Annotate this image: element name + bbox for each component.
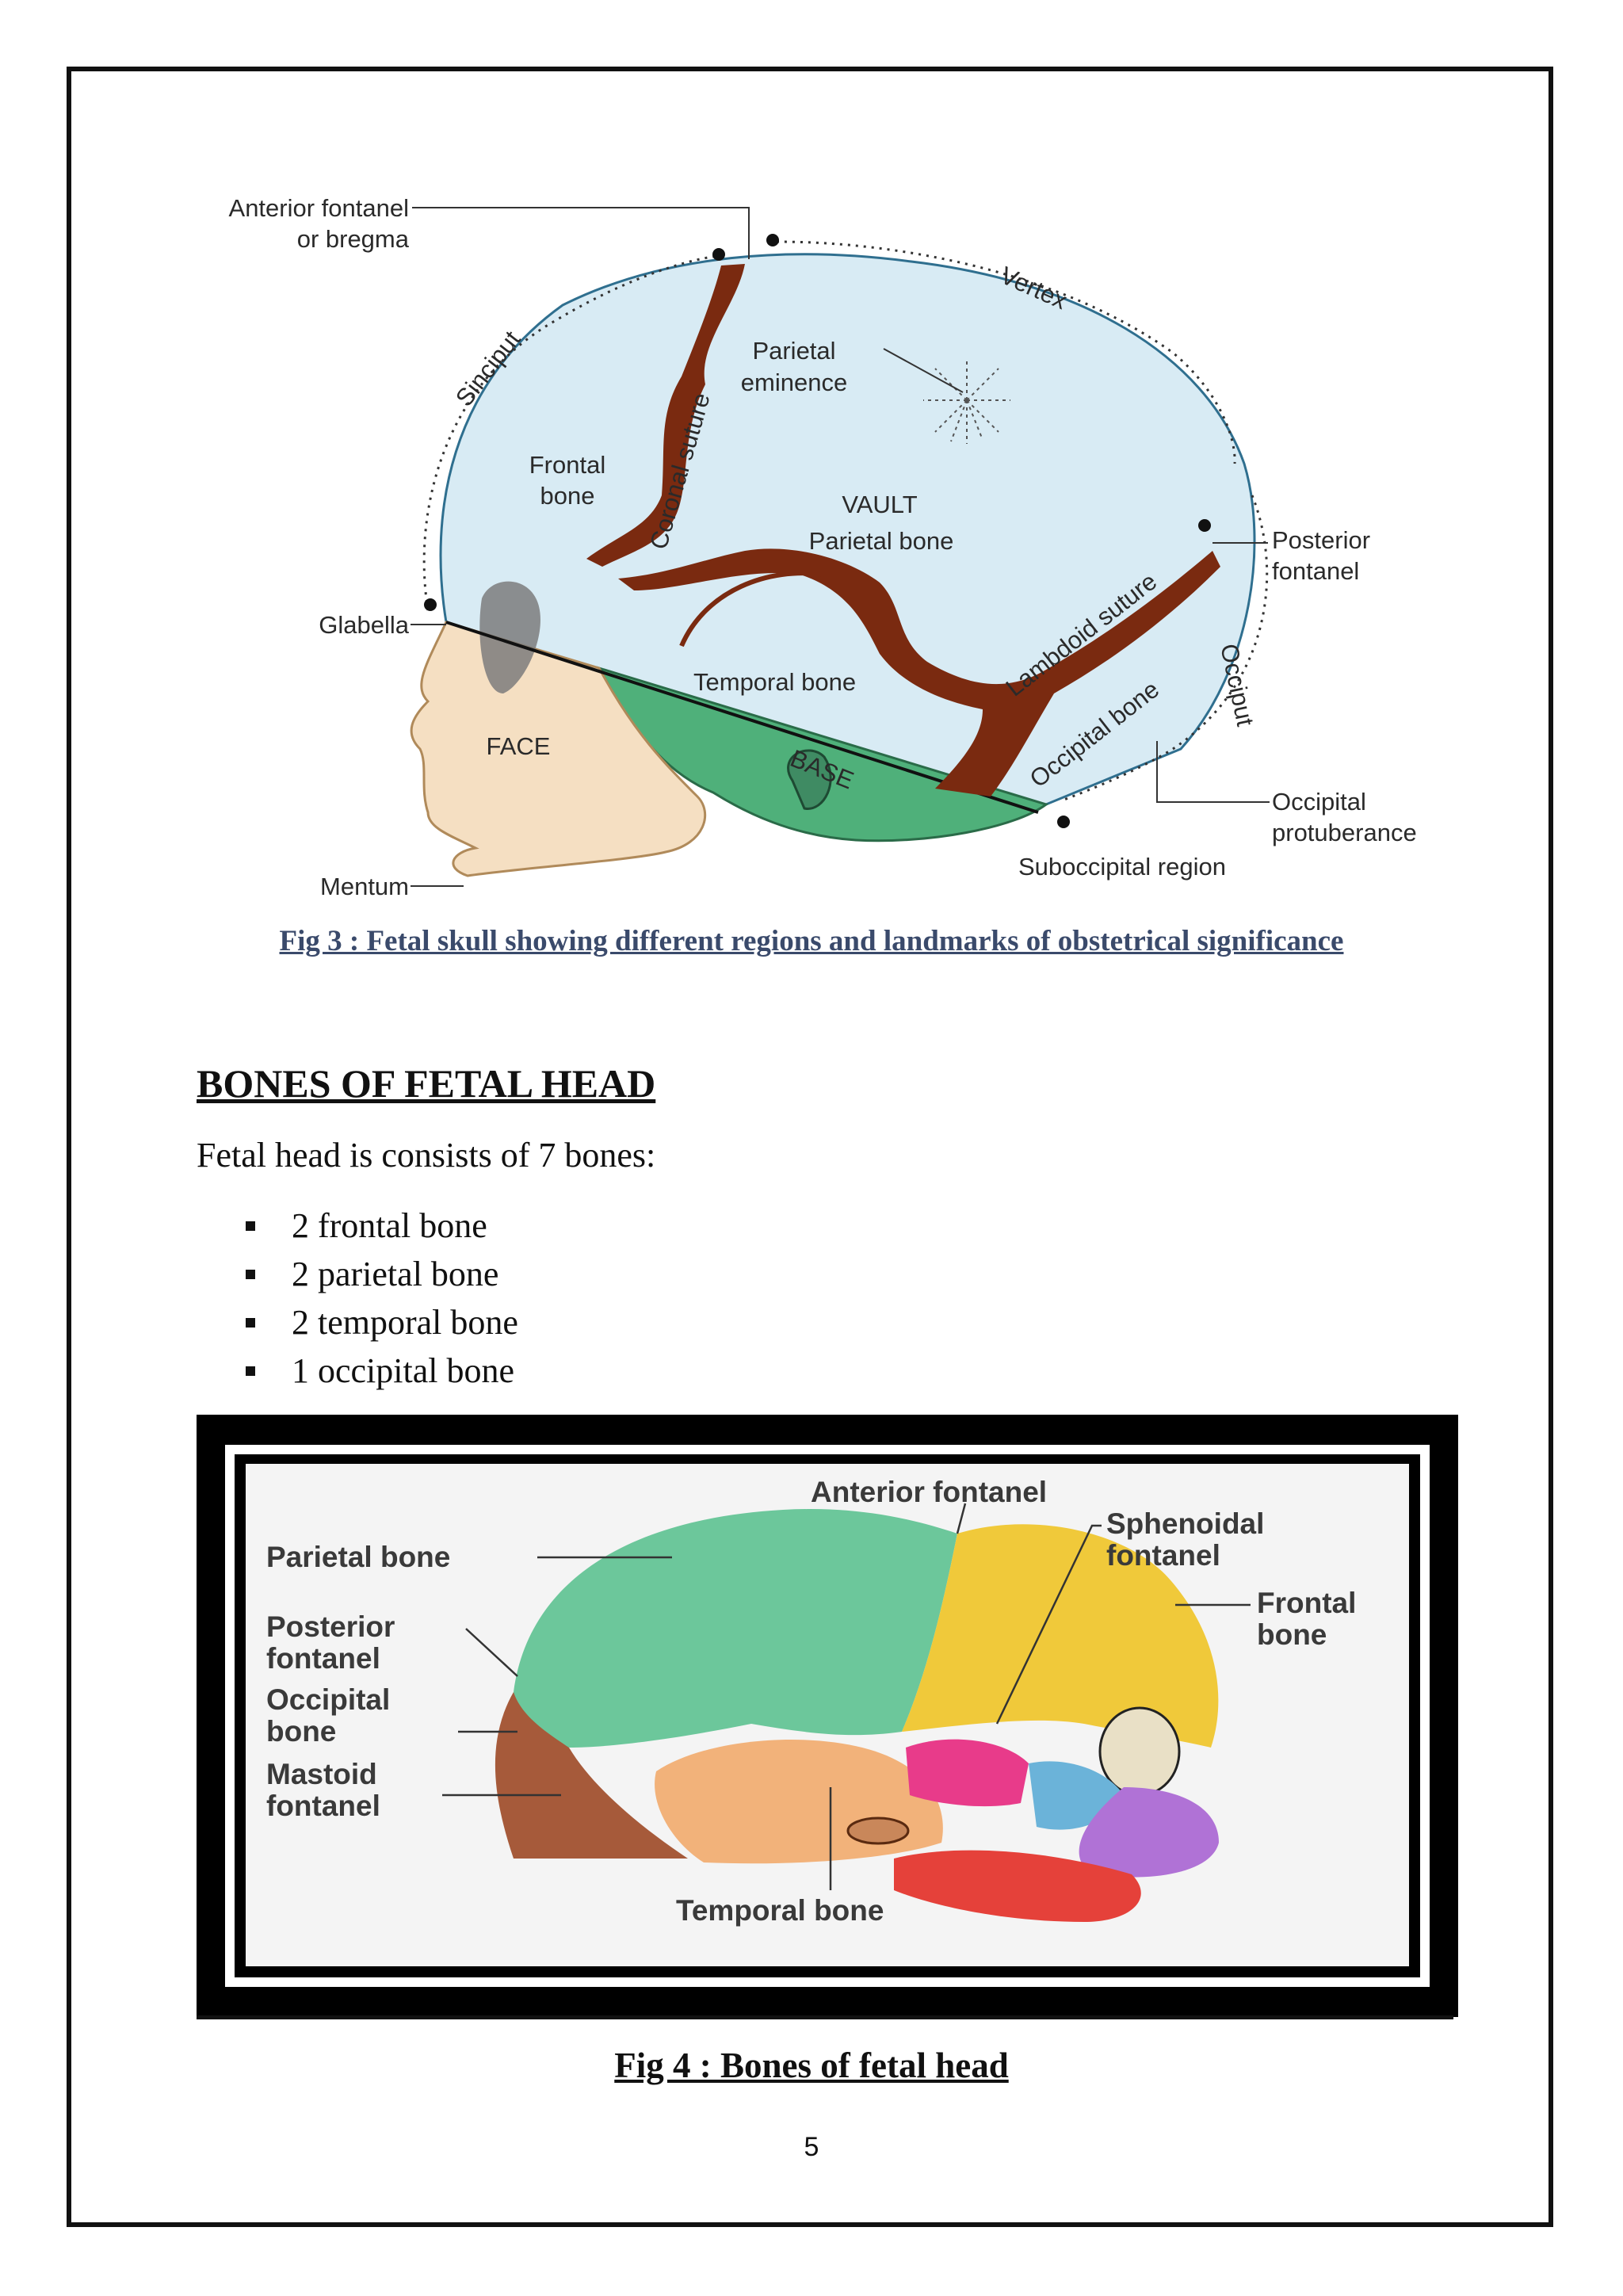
sphenoid-region — [906, 1739, 1029, 1807]
fig4-caption: Fig 4 : Bones of fetal head — [614, 2046, 1009, 2085]
label-posterior-fontanel-2: fontanel — [1272, 557, 1359, 585]
bone-list: 2 frontal bone 2 parietal bone 2 tempora… — [246, 1201, 518, 1395]
list-item: 2 frontal bone — [246, 1201, 518, 1250]
parietal-eminence-mark — [923, 361, 1010, 444]
mandible-region — [894, 1850, 1141, 1922]
label-occipital-protuberance-2: protuberance — [1272, 819, 1417, 846]
label-glabella: Glabella — [319, 611, 409, 639]
label-mastoid-fontanel: Mastoid — [266, 1758, 377, 1790]
base-line — [445, 621, 1039, 814]
leader-posterior — [465, 1628, 518, 1677]
fig3-skull-diagram: Anterior fontanel or bregma Vertex Sinci… — [190, 178, 1458, 915]
sinciput-arc — [422, 254, 720, 611]
dot-anterior-fontanel — [712, 248, 725, 261]
label-mastoid-fontanel-2: fontanel — [266, 1790, 380, 1822]
fig4-bones-diagram: Anterior fontanel Sphenoidal fontanel Pa… — [197, 1415, 1458, 2017]
list-item-text: 2 parietal bone — [292, 1255, 499, 1293]
label-face: FACE — [487, 732, 551, 760]
label-occipital-protuberance: Occipital — [1272, 788, 1366, 816]
fig3-caption: Fig 3 : Fetal skull showing different re… — [279, 925, 1344, 957]
dot-suboccipital — [1057, 816, 1070, 828]
temporal-suture — [679, 571, 825, 648]
ear-shape — [846, 1817, 910, 1845]
label-occipital-bone-2: bone — [266, 1715, 336, 1748]
orbit-shape — [479, 581, 540, 693]
label-temporal-bone: Temporal bone — [693, 668, 856, 696]
label-sphenoidal-fontanel: Sphenoidal — [1106, 1507, 1264, 1540]
dot-glabella — [424, 598, 437, 611]
list-item-text: 2 temporal bone — [292, 1303, 518, 1342]
bullet-icon — [246, 1269, 255, 1279]
list-item: 2 temporal bone — [246, 1298, 518, 1347]
bullet-icon — [246, 1221, 255, 1231]
leader-anterior-fontanel — [956, 1503, 967, 1534]
label-anterior-fontanel-2: or bregma — [297, 225, 410, 253]
list-item-text: 2 frontal bone — [292, 1206, 487, 1245]
label-parietal-bone: Parietal bone — [809, 527, 954, 555]
lambdoid-suture — [618, 548, 1220, 797]
leader-occipital-protuberance — [1156, 741, 1270, 803]
frontal-region — [902, 1524, 1219, 1748]
label-frontal-bone-2: bone — [1257, 1618, 1327, 1651]
orbit-shape — [1098, 1706, 1181, 1797]
label-sphenoidal-fontanel-2: fontanel — [1106, 1539, 1220, 1572]
label-suboccipital-region: Suboccipital region — [1018, 853, 1226, 881]
dot-vertex — [766, 234, 779, 246]
section-title: BONES OF FETAL HEAD — [197, 1061, 656, 1106]
page-border — [67, 67, 1553, 2227]
label-occipital-bone: Occipital — [266, 1683, 390, 1716]
bullet-icon — [246, 1366, 255, 1376]
label-posterior-fontanel: Posterior — [266, 1610, 395, 1643]
label-frontal-bone: Frontal — [1257, 1587, 1356, 1619]
parietal-region — [514, 1509, 957, 1748]
leader-sphenoidal — [995, 1524, 1102, 1725]
page-number: 5 — [804, 2132, 819, 2162]
label-anterior-fontanel: Anterior fontanel — [229, 194, 409, 222]
list-item: 2 parietal bone — [246, 1250, 518, 1298]
fig4-divider — [197, 2015, 1453, 2019]
face-shape — [410, 621, 706, 877]
bullet-icon — [246, 1317, 255, 1328]
list-item: 1 occipital bone — [246, 1347, 518, 1395]
label-parietal-eminence-2: eminence — [741, 369, 847, 396]
occiput-arc — [1061, 495, 1269, 802]
occipital-region — [495, 1692, 688, 1859]
label-vault: VAULT — [842, 491, 917, 518]
label-frontal-bone: Frontal — [529, 451, 605, 479]
label-anterior-fontanel: Anterior fontanel — [811, 1476, 1047, 1508]
label-mentum: Mentum — [320, 873, 409, 900]
label-temporal-bone: Temporal bone — [676, 1894, 884, 1927]
label-posterior-fontanel: Posterior — [1272, 526, 1370, 554]
label-parietal-bone: Parietal bone — [266, 1541, 450, 1573]
ear-shape — [787, 749, 832, 810]
list-item-text: 1 occipital bone — [292, 1351, 515, 1390]
maxilla-region — [1079, 1787, 1219, 1878]
label-posterior-fontanel-2: fontanel — [266, 1642, 380, 1675]
coronal-suture — [586, 264, 745, 567]
intro-text: Fetal head is consists of 7 bones: — [197, 1136, 656, 1175]
label-frontal-bone-2: bone — [540, 482, 595, 510]
leader-anterior-fontanel — [412, 207, 750, 259]
leader-parietal-eminence — [883, 348, 964, 393]
label-parietal-eminence: Parietal — [752, 337, 835, 365]
dot-posterior-fontanel — [1198, 519, 1211, 532]
